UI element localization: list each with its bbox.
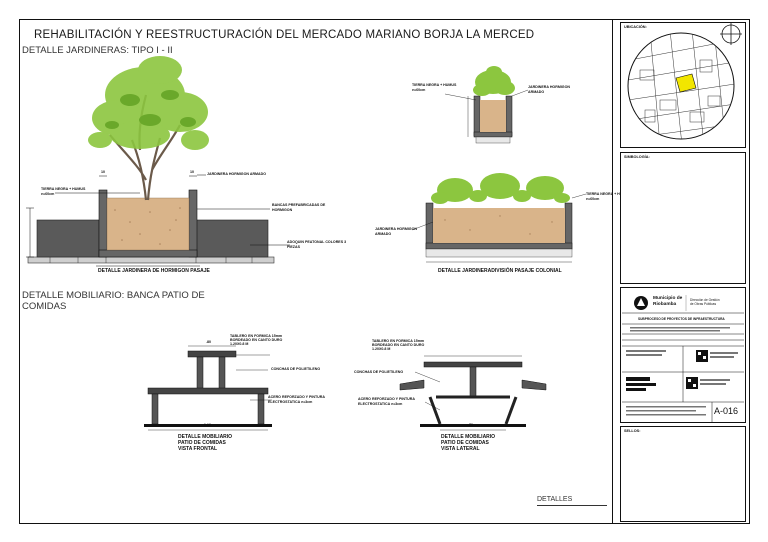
caption-bench-side-3: VISTA LATERAL: [441, 446, 480, 452]
label-acero-side-2: ELECTROSTATICA e=3cm: [358, 402, 403, 406]
location-panel-label: UBICACIÓN:: [624, 25, 647, 29]
sheet-title: REHABILITACIÓN Y REESTRUCTURACIÓN DEL ME…: [34, 29, 535, 41]
dim-bench-front-bottom: 1.10: [204, 423, 211, 427]
label-tierra-small-1: TIERRA NEGRA + HUMUS: [412, 83, 457, 87]
drawing-sheet-border: [19, 19, 750, 524]
label-adoquin-1: ADOQUIN PEATONAL COLORES 3: [287, 240, 347, 244]
sheet-name-underline: [537, 505, 607, 506]
caption-bench-front-3: VISTA FRONTAL: [178, 446, 218, 452]
label-jardinera-small-1: JARDINERA HORMIGON: [528, 85, 570, 89]
tb-department-2: de Obras Públicas: [690, 302, 717, 306]
dim-bench-front-top: .80: [206, 340, 211, 344]
tb-municipality-1: Municipio de: [653, 296, 683, 301]
sheet-name: DETALLES: [537, 496, 573, 503]
caption-bench-front-2: PATIO DE COMIDAS: [178, 440, 226, 446]
dim-bench-side-bottom: .70: [468, 423, 473, 427]
tb-sheet-code: A-016: [714, 406, 739, 416]
caption-colonial: DETALLE JARDINERADIVISIÓN PASAJE COLONIA…: [438, 268, 562, 274]
label-tablero-front-2: BORDEADO EN CANTO DURO: [230, 338, 283, 342]
tb-subdepartment: SUBPROCESO DE PROYECTOS DE INFRAESTRUCTU…: [638, 317, 725, 321]
label-bancas-1: BANCAS PREFABRICADAS DE: [272, 203, 326, 207]
label-jardinera-colonial-1: JARDINERA HORMIGON: [375, 227, 417, 231]
side-column-divider: [612, 19, 613, 524]
label-tablero-front-1: TABLERO EN FORMICA 15mm: [230, 334, 283, 338]
label-bancas-2: HORMIGON: [272, 208, 293, 212]
section-title-mobiliario-line1: DETALLE MOBILIARIO: BANCA PATIO DE: [22, 290, 205, 301]
label-jardinera-small-2: ARMADO: [528, 90, 545, 94]
label-tierra-pasaje-1: TIERRA NEGRA + HUMUS: [41, 187, 86, 191]
label-jardinera-colonial-2: ARMADO: [375, 232, 392, 236]
tb-department-1: Dirección de Gestión: [690, 298, 720, 302]
caption-bench-side-2: PATIO DE COMIDAS: [441, 440, 489, 446]
label-tierra-pasaje-2: e=60cm: [41, 192, 55, 196]
label-tierra-colonial-2: e=60cm: [586, 197, 600, 201]
dim-wall-left: 10: [101, 170, 105, 174]
label-acero-front-1: ACERO REFORZADO Y PINTURA: [268, 395, 325, 399]
section-title-jardineras: DETALLE JARDINERAS: TIPO I - II: [22, 45, 173, 56]
label-conchas-front: CONCHAS DE POLIETILENO: [271, 367, 321, 371]
label-tierra-colonial-1: TIERRA NEGRA + HUMUS: [586, 192, 631, 196]
symbology-panel: SIMBOLOGÍA:: [620, 152, 746, 284]
seals-panel-label: SELLOS:: [624, 429, 641, 433]
caption-pasaje: DETALLE JARDINERA DE HORMIGON PASAJE: [98, 268, 210, 274]
label-acero-front-2: ELECTROSTATICA e=3cm: [268, 400, 313, 404]
seals-panel: SELLOS:: [620, 426, 746, 522]
label-tablero-side-2: BORDEADO EN CANTO DURO: [372, 343, 425, 347]
dim-wall-right: 10: [190, 170, 194, 174]
section-title-mobiliario-line2: COMIDAS: [22, 301, 67, 312]
label-jardinera-pasaje: JARDINERA HORMIGON ARMADO: [207, 172, 267, 176]
symbology-panel-label: SIMBOLOGÍA:: [624, 155, 650, 159]
label-tablero-side-1: TABLERO EN FORMICA 15mm: [372, 339, 425, 343]
caption-bench-front-1: DETALLE MOBILIARIO: [178, 434, 233, 440]
label-tablero-front-3: 1.20X0.8 M: [230, 342, 249, 346]
tb-municipality-2: Riobamba: [653, 302, 677, 307]
label-conchas-side: CONCHAS DE POLIETILENO: [354, 370, 404, 374]
label-tablero-side-3: 1.20X0.8 M: [372, 347, 391, 351]
caption-bench-side-1: DETALLE MOBILIARIO: [441, 434, 496, 440]
label-tierra-small-2: e=60cm: [412, 88, 426, 92]
label-adoquin-2: PIEZAS: [287, 245, 300, 249]
label-acero-side-1: ACERO REFORZADO Y PINTURA: [358, 397, 415, 401]
